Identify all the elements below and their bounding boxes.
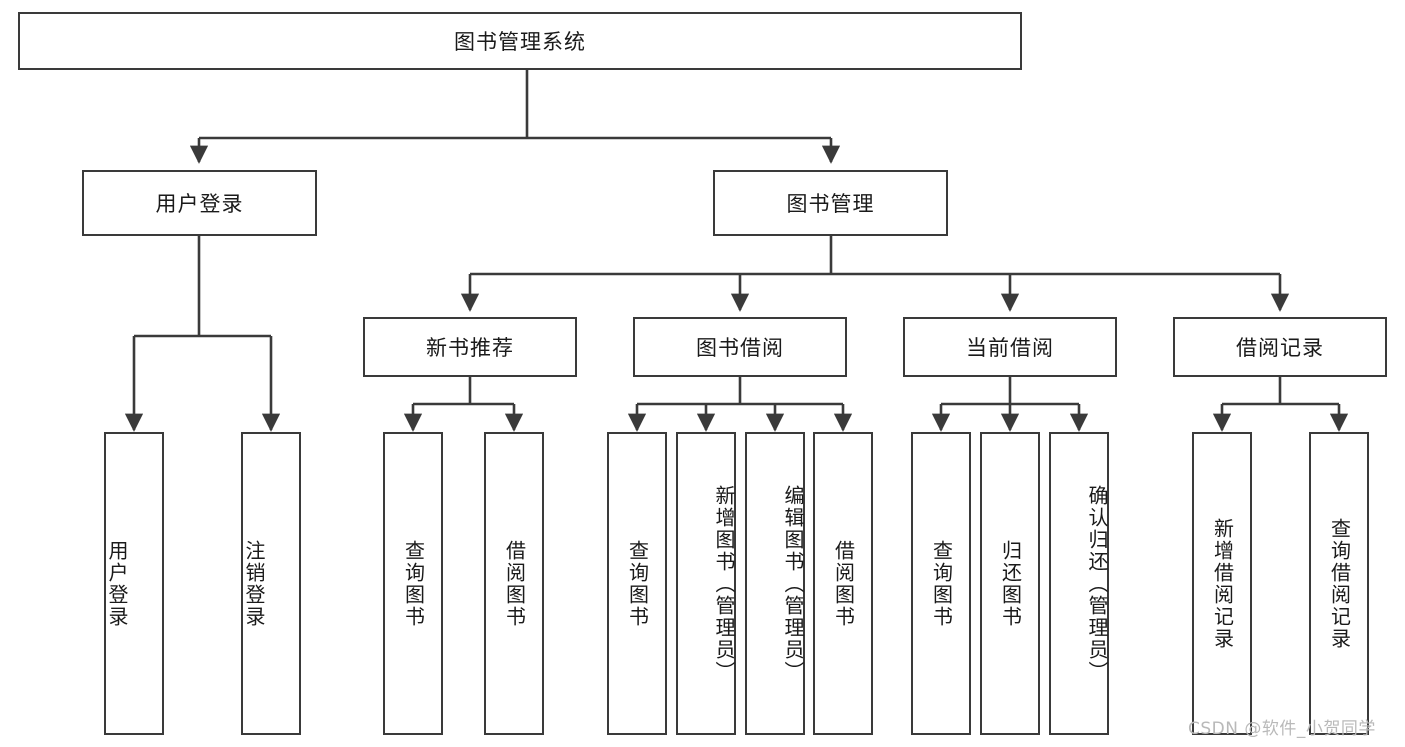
leaf-new-book-query[interactable]: 查询图书 <box>383 432 443 735</box>
node-label: 查询借阅记录 <box>1327 517 1352 650</box>
node-label: 归还图书 <box>998 539 1023 628</box>
node-label: 借阅图书 <box>502 539 527 628</box>
csdn-watermark: CSDN @软件_小贺同学 <box>1188 719 1376 739</box>
node-label: 当前借阅 <box>966 336 1054 360</box>
leaf-user-login-login[interactable]: 用户登录 <box>104 432 164 735</box>
node-root-library-management-system[interactable]: 图书管理系统 <box>18 12 1022 70</box>
node-current-borrow[interactable]: 当前借阅 <box>903 317 1117 377</box>
node-label: 新增借阅记录 <box>1210 517 1235 650</box>
node-label: 查询图书 <box>401 539 426 628</box>
node-borrow-record[interactable]: 借阅记录 <box>1173 317 1387 377</box>
node-label: 新书推荐 <box>426 336 514 360</box>
node-label: 图书借阅 <box>696 336 784 360</box>
leaf-borrow-record-query[interactable]: 查询借阅记录 <box>1309 432 1369 735</box>
node-label: 图书管理系统 <box>454 30 586 54</box>
node-label: 新增图书（管理员） <box>712 484 736 683</box>
leaf-current-borrow-return[interactable]: 归还图书 <box>980 432 1040 735</box>
node-label: 用户登录 <box>105 539 129 628</box>
node-label: 注销登录 <box>242 539 266 628</box>
node-label: 查询图书 <box>625 539 650 628</box>
node-user-login[interactable]: 用户登录 <box>82 170 317 236</box>
node-label: 借阅图书 <box>831 539 856 628</box>
node-label: 查询图书 <box>929 539 954 628</box>
leaf-book-borrow-borrow[interactable]: 借阅图书 <box>813 432 873 735</box>
leaf-new-book-borrow[interactable]: 借阅图书 <box>484 432 544 735</box>
node-label: 编辑图书（管理员） <box>781 484 805 683</box>
leaf-book-borrow-query[interactable]: 查询图书 <box>607 432 667 735</box>
node-label: 确认归还（管理员） <box>1085 484 1109 683</box>
node-book-borrow[interactable]: 图书借阅 <box>633 317 847 377</box>
leaf-current-borrow-query[interactable]: 查询图书 <box>911 432 971 735</box>
leaf-book-borrow-add-admin[interactable]: 新增图书（管理员） <box>676 432 736 735</box>
leaf-user-login-logout[interactable]: 注销登录 <box>241 432 301 735</box>
leaf-borrow-record-add[interactable]: 新增借阅记录 <box>1192 432 1252 735</box>
node-new-book-recommend[interactable]: 新书推荐 <box>363 317 577 377</box>
node-label: 用户登录 <box>155 192 244 216</box>
leaf-current-borrow-confirm-admin[interactable]: 确认归还（管理员） <box>1049 432 1109 735</box>
node-book-management[interactable]: 图书管理 <box>713 170 948 236</box>
node-label: 借阅记录 <box>1236 336 1324 360</box>
node-label: 图书管理 <box>786 192 875 216</box>
leaf-book-borrow-edit-admin[interactable]: 编辑图书（管理员） <box>745 432 805 735</box>
